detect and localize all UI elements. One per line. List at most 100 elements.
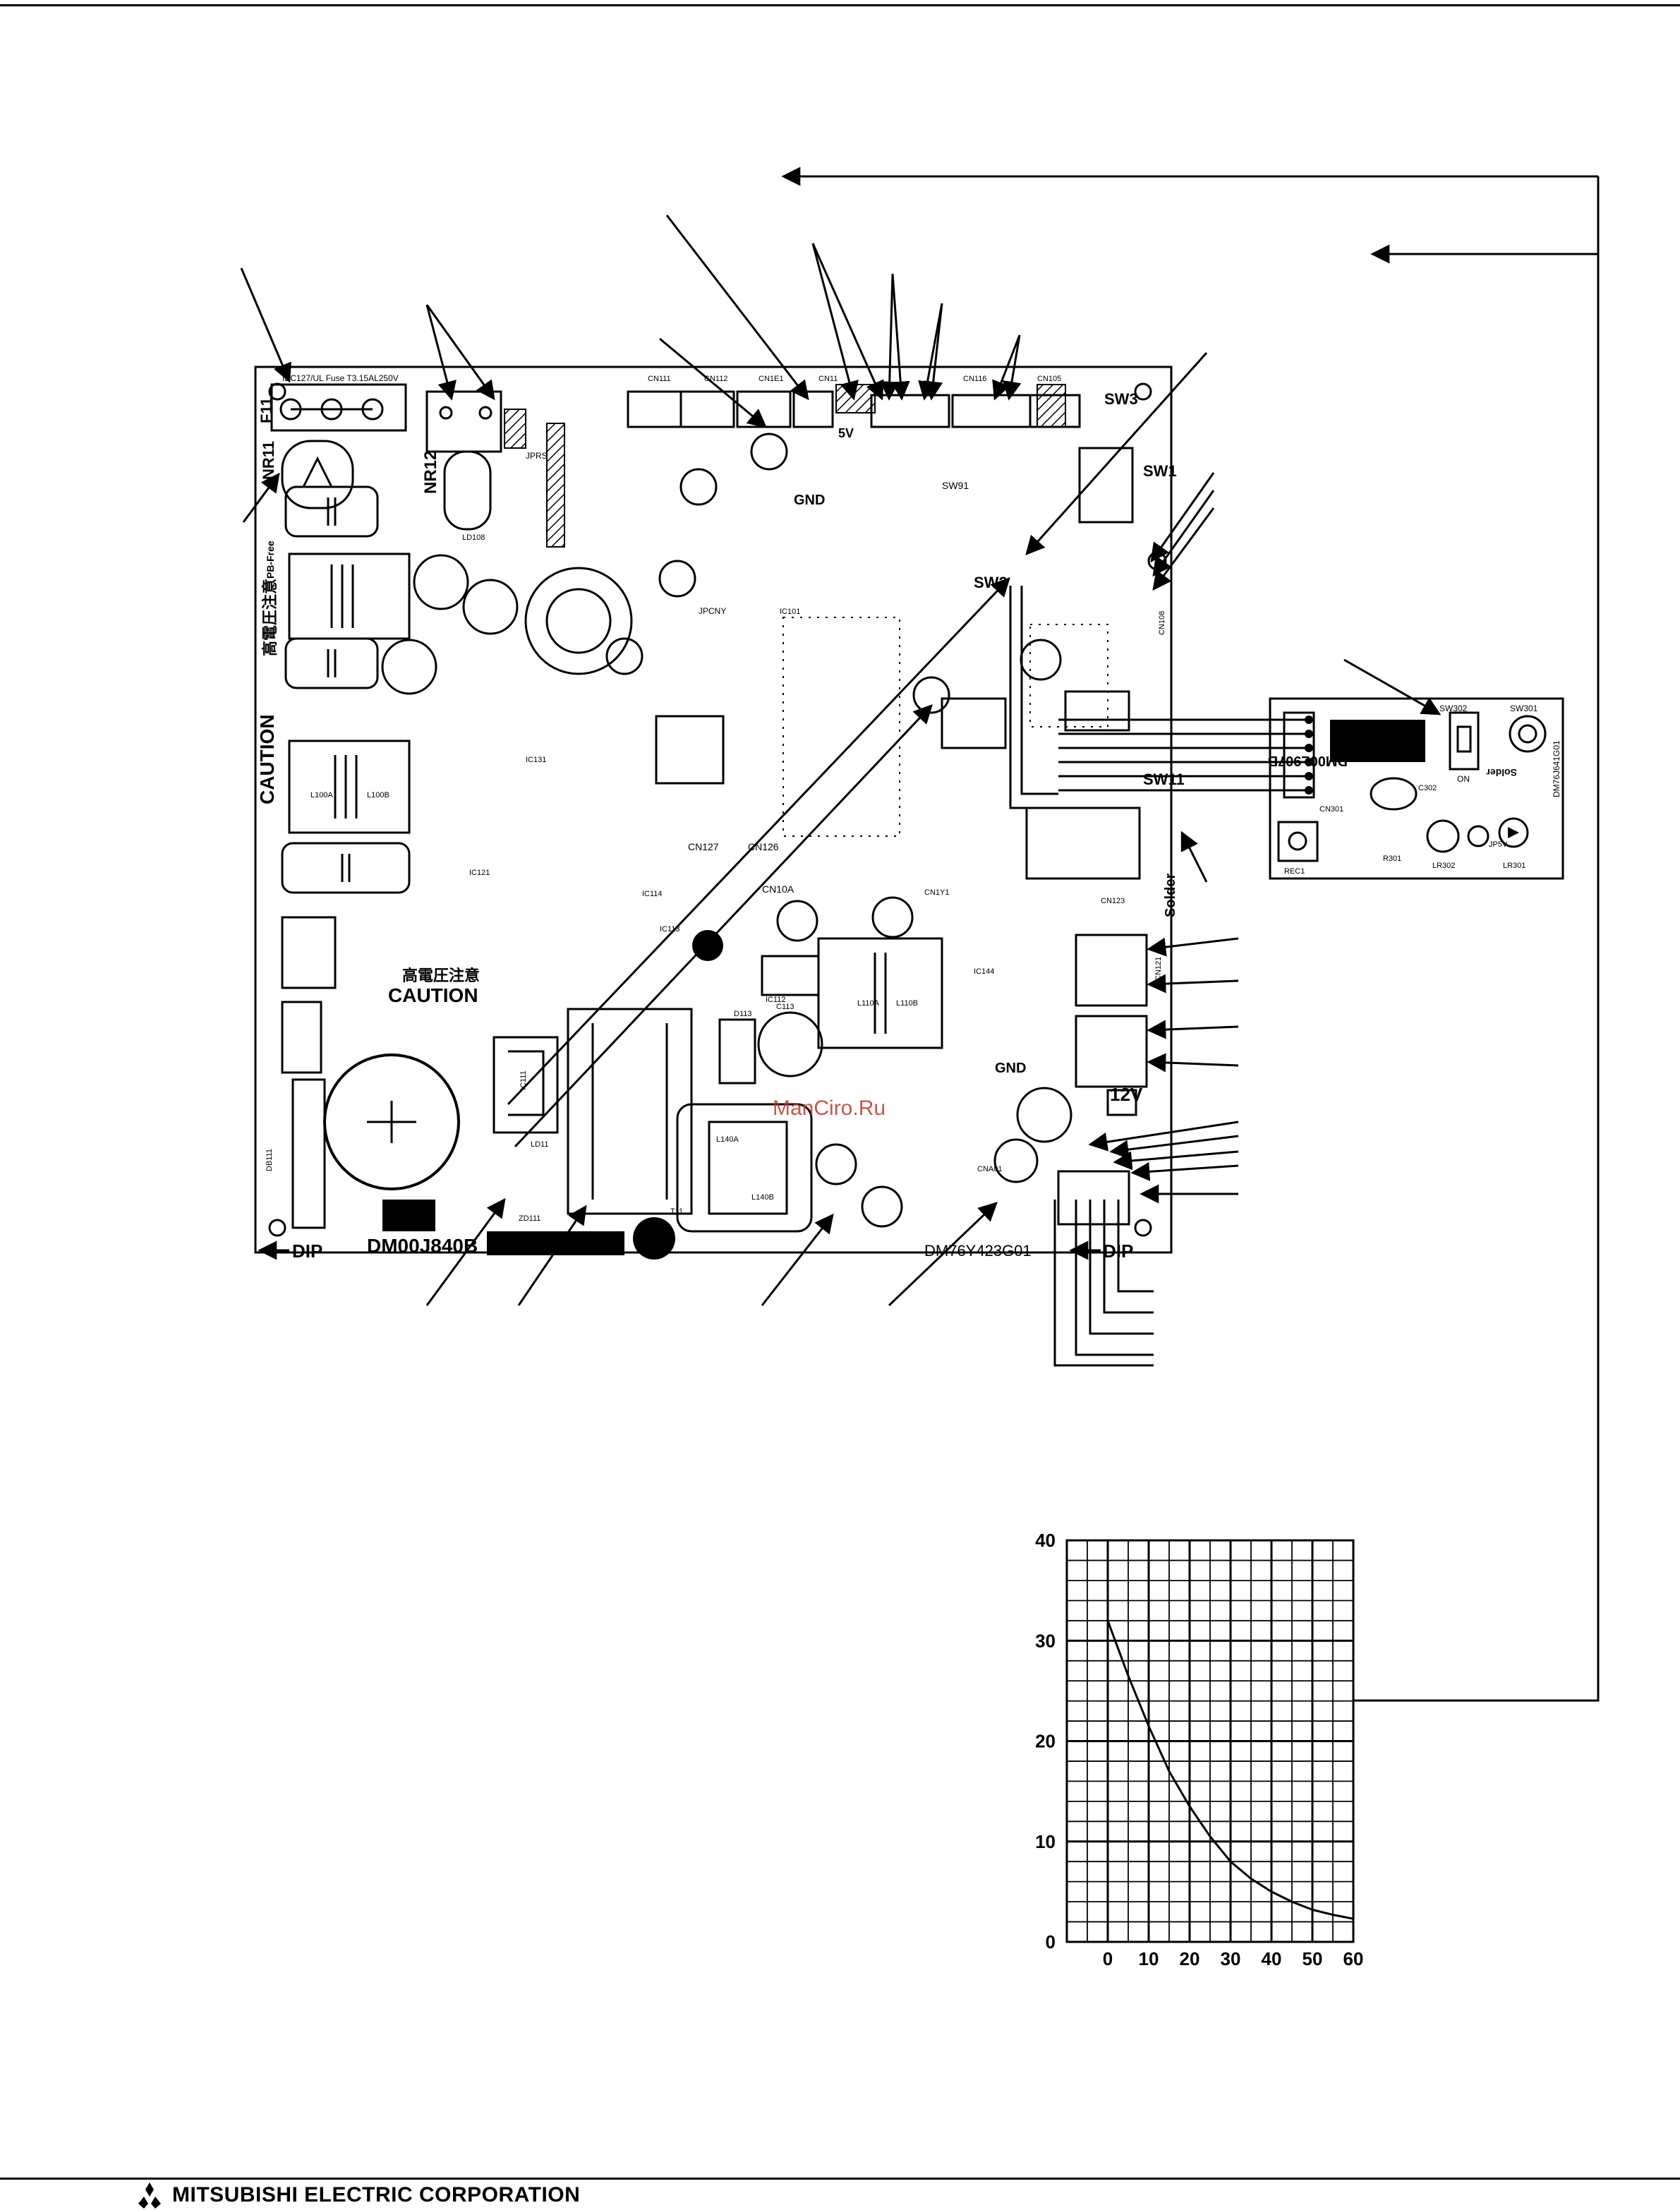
sub-label-4: LR301 — [1503, 862, 1525, 870]
sub-label-2: R301 — [1383, 855, 1401, 863]
sw301-button — [1509, 715, 1547, 753]
sub-board-part-no: DM76J641G01 — [1552, 740, 1561, 797]
sub-label-5: JP5V — [1489, 840, 1508, 849]
chart-x-tick-label: 60 — [1343, 1948, 1364, 1969]
cn-label-12: CN121 — [1154, 957, 1163, 981]
ic-label-5: IC101 — [780, 608, 800, 616]
sub-board-label-block — [1330, 720, 1425, 762]
cn-label-0: CN111 — [648, 375, 671, 383]
sw2-label: SW2 — [974, 574, 1008, 591]
ic-label-4: IC131 — [526, 756, 546, 764]
cn-label-3: CN11 — [818, 375, 838, 383]
caution-horizontal: CAUTION — [388, 984, 478, 1006]
footer-brand: MITSUBISHI ELECTRIC CORPORATION — [172, 2183, 581, 2206]
main-board-part-no: DM76Y423G01 — [924, 1242, 1032, 1260]
cn-label-10: CN10A — [762, 883, 794, 895]
main-board-outline — [254, 366, 1173, 1254]
solder-label: Solder — [1163, 874, 1178, 917]
chart-y-tick-label: 30 — [1035, 1630, 1056, 1651]
chart-x-tick-label: 50 — [1303, 1948, 1323, 1969]
chart-y-tick-label: 10 — [1035, 1831, 1056, 1852]
varistor-nr12: NR12 — [421, 451, 440, 494]
sw3-label: SW3 — [1104, 390, 1138, 408]
sub-label-3: LR302 — [1432, 862, 1455, 870]
sub-label-1: C302 — [1418, 784, 1437, 792]
misc-label-2: L140A — [716, 1135, 739, 1144]
warning-jp-vertical: 高電圧注意 — [261, 579, 279, 656]
main-board — [254, 366, 1173, 1260]
sub-label-0: CN301 — [1319, 805, 1343, 814]
misc-label-8: LD108 — [462, 533, 485, 542]
chart-y-tick-label: 20 — [1035, 1731, 1056, 1752]
cn-label-11: CN1Y1 — [924, 888, 949, 897]
misc-label-11: C113 — [776, 1003, 794, 1011]
main-board-model: DM00J840B — [367, 1235, 478, 1257]
cn-label-6: CN108 — [1158, 611, 1166, 635]
sw1-label: SW1 — [1143, 462, 1177, 480]
dip-left-label: DIP — [292, 1240, 322, 1262]
pb-free-label: PB-Free — [265, 541, 276, 579]
cn-label-7: CN123 — [1101, 897, 1125, 905]
misc-label-6: L100A — [310, 791, 333, 799]
misc-label-1: JPRS — [526, 451, 548, 461]
ic-label-1: IC112 — [766, 996, 786, 1004]
main-capacitor — [323, 1053, 460, 1190]
chart-y-tick-label: 0 — [1046, 1931, 1056, 1952]
misc-label-3: L140B — [751, 1193, 774, 1202]
sub-board-labels: DM00L907B DM76J641G01 SW302 SW301 ON Sol… — [1268, 704, 1561, 876]
main-board-labels: IEC127/UL Fuse T3.15AL250V F11 NR11 NR12… — [256, 373, 1185, 1262]
chart-x-tick-label: 0 — [1103, 1948, 1113, 1969]
sw11-label: SW11 — [1143, 771, 1185, 788]
ic-label-2: IC113 — [660, 925, 680, 934]
sub-board-model: DM00L907B — [1268, 753, 1348, 768]
warning-jp-horizontal: 高電圧注意 — [402, 967, 480, 984]
sub-board-solder: Solder — [1486, 767, 1517, 778]
chart-y-tick-label: 40 — [1035, 1530, 1056, 1551]
rec1-receiver — [1277, 821, 1319, 862]
gnd-label: GND — [794, 493, 825, 508]
chart-x-tick-label: 10 — [1139, 1948, 1159, 1969]
varistor-nr11: NR11 — [260, 441, 277, 480]
chart-x-tick-label: 20 — [1180, 1948, 1200, 1969]
cn301-connector — [1283, 711, 1315, 799]
misc-label-5: L110B — [896, 999, 918, 1008]
fuse-id: F11 — [258, 397, 275, 423]
ic-label-3: IC121 — [469, 869, 490, 877]
ic-label-6: IC144 — [974, 967, 994, 976]
v12-label: 12V — [1110, 1084, 1143, 1105]
misc-label-9: LD11 — [531, 1140, 548, 1149]
top-rule — [0, 4, 1680, 6]
fuse-holder — [270, 383, 407, 432]
sw91-label: SW91 — [942, 480, 969, 491]
callout-lines — [240, 167, 1600, 1702]
footer: MITSUBISHI ELECTRIC CORPORATION — [134, 2181, 580, 2209]
cn-label-8: CN127 — [688, 841, 719, 852]
misc-label-14: DB111 — [265, 1149, 274, 1171]
misc-label-7: L100B — [367, 791, 389, 799]
cn-label-5: CN105 — [1037, 375, 1061, 383]
sub-label-6: REC1 — [1284, 867, 1305, 876]
misc-label-10: D113 — [734, 1010, 751, 1018]
sub-board — [1269, 697, 1564, 880]
cn-label-13: CNA01 — [977, 1165, 1002, 1173]
caution-vertical: CAUTION — [256, 714, 278, 804]
chart-x-tick-label: 40 — [1262, 1948, 1282, 1969]
cn-label-4: CN116 — [963, 375, 986, 383]
gnd-label-2: GND — [995, 1061, 1026, 1076]
misc-label-13: ZD111 — [519, 1214, 540, 1223]
three-diamonds-logo-icon — [138, 2182, 161, 2209]
bottom-rule — [0, 2178, 1680, 2180]
on-label: ON — [1457, 774, 1470, 784]
sw302-label: SW302 — [1439, 704, 1468, 713]
chart-x-tick-label: 30 — [1221, 1948, 1241, 1969]
ic-label-7: IC114 — [642, 890, 663, 898]
misc-label-12: T11 — [670, 1207, 683, 1216]
v5-label: 5V — [838, 426, 854, 440]
sw301-label: SW301 — [1510, 704, 1538, 713]
misc-label-4: L110A — [857, 999, 880, 1008]
fuse-label: IEC127/UL Fuse T3.15AL250V — [282, 373, 399, 383]
misc-label-0: JPCNY — [699, 606, 726, 616]
sw302-switch — [1449, 711, 1480, 771]
watermark: ManCiro.Ru — [773, 1097, 886, 1120]
